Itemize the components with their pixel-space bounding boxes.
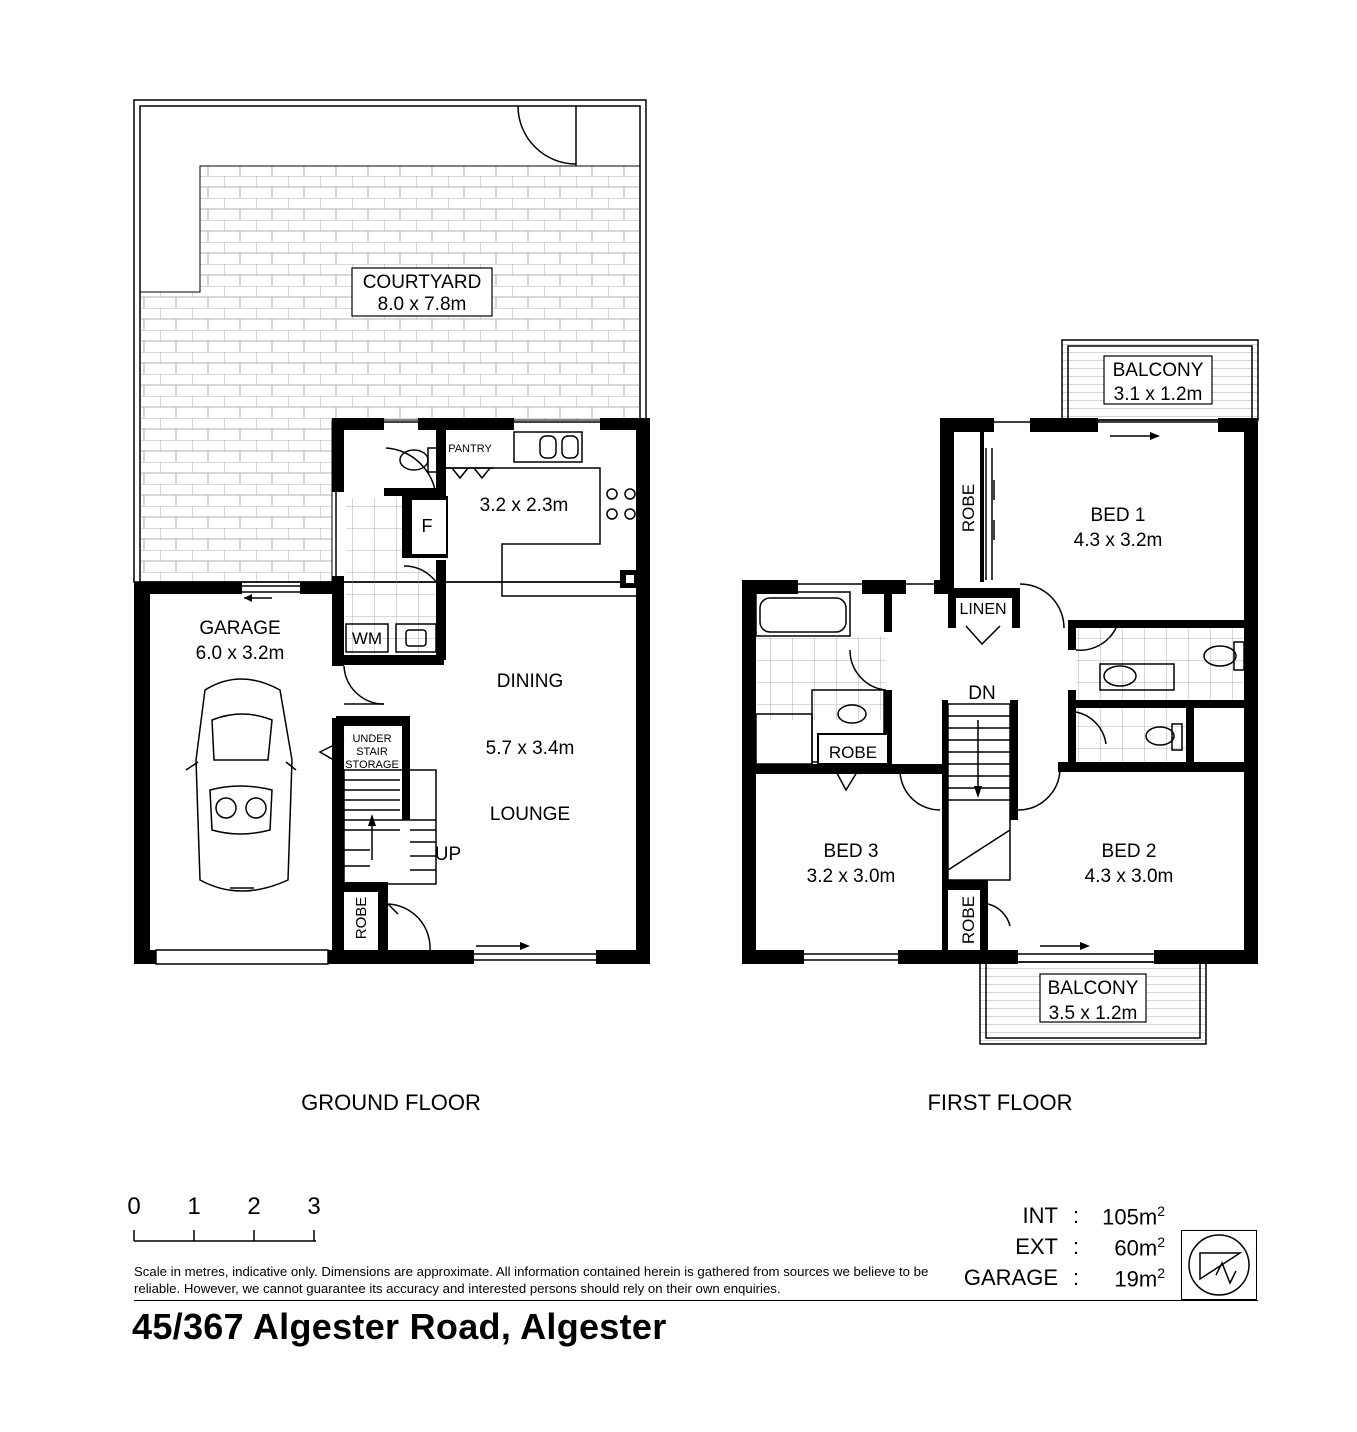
under-stair-label-1: UNDER [352, 733, 391, 745]
ground-floor-heading: GROUND FLOOR [301, 1090, 481, 1115]
kitchen-dims: 3.2 x 2.3m [480, 495, 569, 516]
bed2-robe-label: ROBE [959, 896, 978, 944]
washing-machine-label: WM [352, 629, 382, 648]
ground-stairs [343, 769, 437, 885]
area-row-ext: EXT : 60m2 [960, 1234, 1175, 1265]
pantry-label: PANTRY [448, 443, 492, 455]
courtyard-label: COURTYARD [363, 272, 482, 293]
bed2-label: BED 2 [1102, 841, 1157, 862]
area-summary: INT : 105m2 EXT : 60m2 GARAGE : 19m2 [960, 1203, 1175, 1296]
bed3-dims: 3.2 x 3.0m [807, 866, 896, 887]
ground-robe-label: ROBE [353, 897, 370, 940]
area-row-int: INT : 105m2 [960, 1203, 1175, 1234]
north-arrow-icon [1181, 1230, 1257, 1300]
ground-floor-plan: COURTYARD 8.0 x 7.8m GARAGE 6.0 x 3.2m 3… [133, 99, 650, 1115]
area-ext-label: EXT [1015, 1234, 1058, 1259]
first-floor-plan: BALCONY 3.1 x 1.2m BED 1 4.3 x 3.2m ROBE… [742, 339, 1259, 1115]
balcony-bottom-dims: 3.5 x 1.2m [1049, 1003, 1138, 1024]
stairs-up-label: UP [435, 844, 461, 865]
area-ext-power: 2 [1157, 1234, 1165, 1250]
fridge-label: F [422, 516, 433, 536]
first-walls [742, 418, 1258, 964]
bed1-label: BED 1 [1091, 505, 1146, 526]
bed1-robe-label: ROBE [959, 484, 978, 532]
area-garage-sep: : [1073, 1265, 1080, 1290]
bed1-dims: 4.3 x 3.2m [1074, 530, 1163, 551]
bed2-dims: 4.3 x 3.0m [1085, 866, 1174, 887]
stairs-down-label: DN [968, 683, 995, 704]
balcony-bottom-label: BALCONY [1048, 978, 1139, 999]
scale-tick-2: 2 [247, 1193, 260, 1220]
garage-dims: 6.0 x 3.2m [196, 643, 285, 664]
area-ext-number: 60m [1114, 1235, 1158, 1261]
balcony-bottom [979, 961, 1207, 1045]
disclaimer-text: Scale in metres, indicative only. Dimens… [134, 1264, 929, 1296]
scale-tick-0: 0 [127, 1193, 140, 1220]
garage [134, 582, 388, 965]
area-garage-number: 19m [1114, 1266, 1158, 1292]
courtyard-dims: 8.0 x 7.8m [378, 294, 467, 315]
first-floor-heading: FIRST FLOOR [927, 1090, 1072, 1115]
area-int-number: 105m [1102, 1204, 1158, 1230]
area-int-value: 105m2 [1102, 1203, 1165, 1230]
area-garage-power: 2 [1157, 1265, 1165, 1281]
balcony-top [1061, 339, 1259, 421]
dining-label: DINING [497, 671, 564, 692]
under-stair-label-2: STAIR [356, 746, 388, 758]
property-address: 45/367 Algester Road, Algester [132, 1306, 667, 1347]
scale-bar: 0 1 2 3 [127, 1193, 321, 1242]
under-stair-label-3: STORAGE [345, 759, 399, 771]
area-int-label: INT [1022, 1203, 1058, 1228]
bed3-robe-label: ROBE [829, 743, 877, 762]
ground-walls [318, 418, 650, 964]
area-int-sep: : [1073, 1203, 1080, 1228]
garage-label: GARAGE [199, 618, 280, 639]
dining-lounge-dims: 5.7 x 3.4m [486, 738, 575, 759]
area-ext-sep: : [1073, 1234, 1080, 1259]
linen-label: LINEN [959, 601, 1006, 618]
lounge-label: LOUNGE [490, 804, 570, 825]
area-ext-value: 60m2 [1114, 1234, 1165, 1261]
footer-divider [134, 1300, 1258, 1301]
balcony-top-dims: 3.1 x 1.2m [1114, 384, 1203, 405]
area-row-garage: GARAGE : 19m2 [960, 1265, 1175, 1296]
car-icon [185, 678, 297, 892]
area-garage-label: GARAGE [963, 1265, 1058, 1290]
area-garage-value: 19m2 [1114, 1265, 1165, 1292]
scale-tick-3: 3 [307, 1193, 320, 1220]
bed3-label: BED 3 [824, 841, 879, 862]
balcony-top-label: BALCONY [1113, 360, 1204, 381]
area-int-power: 2 [1157, 1203, 1165, 1219]
cooktop-icon [606, 488, 636, 520]
scale-tick-1: 1 [187, 1193, 200, 1220]
